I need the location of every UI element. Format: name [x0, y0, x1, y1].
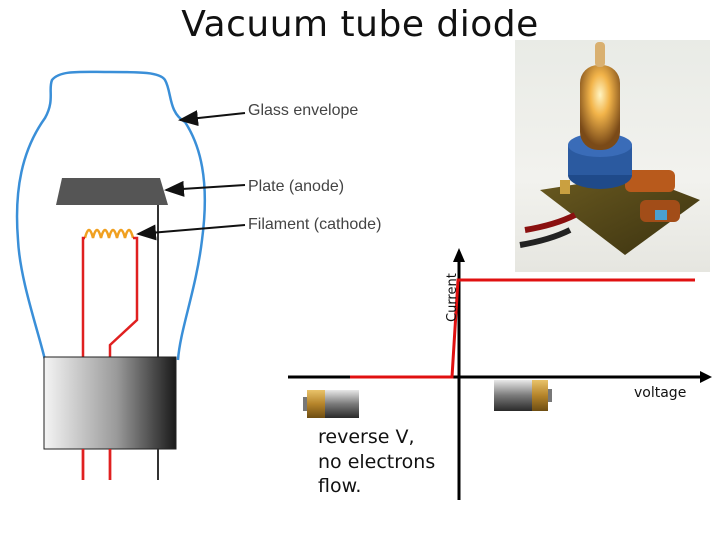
- slide-title: Vacuum tube diode: [181, 4, 539, 45]
- note-line-2: no electrons: [318, 450, 436, 473]
- tube-base: [43, 356, 177, 450]
- filament-coil: [83, 228, 135, 239]
- arrow-plate: [164, 180, 246, 197]
- y-axis-label: Current: [445, 273, 460, 322]
- label-glass-envelope: Glass envelope: [248, 102, 358, 119]
- reverse-note: reverse V, no electrons flow.: [318, 425, 488, 499]
- glass-envelope: [15, 70, 207, 361]
- arrow-glass: [178, 110, 246, 127]
- label-filament: Filament (cathode): [248, 216, 381, 233]
- note-line-1: reverse V,: [318, 426, 415, 448]
- plate-anode: [56, 178, 168, 205]
- note-line-3: flow.: [318, 475, 362, 498]
- x-axis-label: voltage: [634, 385, 686, 401]
- battery-forward-icon: [494, 380, 552, 411]
- label-plate: Plate (anode): [248, 178, 344, 195]
- tube-photo: [515, 40, 710, 272]
- y-axis-arrow: [453, 248, 465, 262]
- x-axis-arrow: [700, 371, 712, 383]
- arrow-filament: [136, 224, 246, 241]
- battery-reverse-icon: [303, 390, 359, 418]
- iv-curve: [350, 278, 695, 379]
